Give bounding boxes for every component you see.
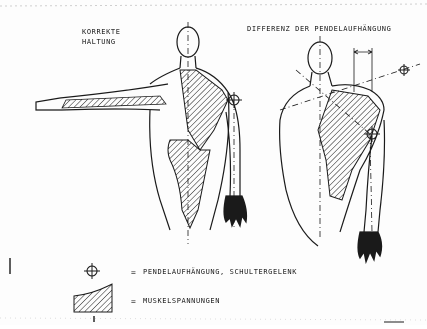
legend-muscle-equals: =: [131, 297, 136, 306]
legend-muscle-text: MUSKELSPANNUNGEN: [143, 297, 220, 306]
correct-posture-label-line2: HALTUNG: [82, 38, 116, 47]
legend-pivot-text: PENDELAUFHÄNGUNG, SCHULTERGELENK: [143, 268, 297, 277]
legend-pivot-equals: =: [131, 268, 136, 277]
correct-posture-label-line1: KORREKTE: [82, 28, 121, 37]
pendulum-difference-label: DIFFERENZ DER PENDELAUFHÄNGUNG: [247, 25, 391, 34]
